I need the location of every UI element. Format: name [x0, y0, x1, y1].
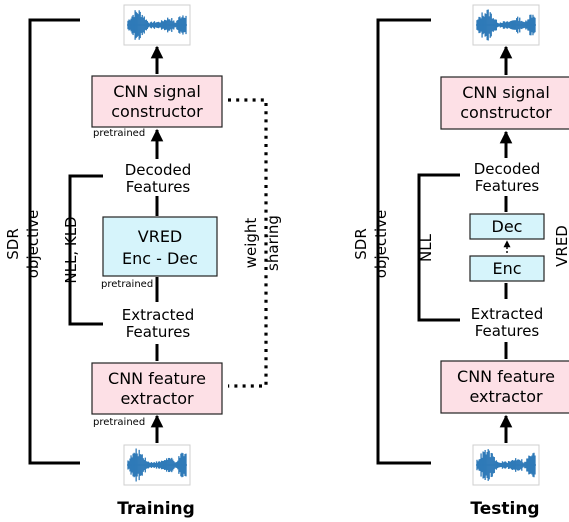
cnn-signal-constructor-box: CNN signal constructor	[440, 76, 569, 130]
sdr-objective-bracket	[28, 18, 80, 465]
svg-text:VRED: VRED	[138, 227, 183, 246]
svg-text:CNN feature: CNN feature	[108, 369, 206, 388]
vred-side-label: VRED	[553, 225, 569, 267]
cnn-feature-extractor-box: CNN feature extractor	[440, 360, 569, 414]
weight-sharing-label: weight	[242, 218, 260, 269]
svg-text:extractor: extractor	[120, 389, 194, 408]
extracted-features-label: Extracted	[471, 305, 543, 323]
svg-text:Enc: Enc	[492, 259, 521, 278]
pretrained-note: pretrained	[101, 279, 153, 290]
svg-text:CNN signal: CNN signal	[462, 83, 550, 102]
svg-text:CNN signal: CNN signal	[113, 82, 201, 101]
svg-text:constructor: constructor	[111, 102, 203, 121]
pretrained-note: pretrained	[93, 128, 145, 139]
svg-text:Dec: Dec	[492, 217, 523, 236]
svg-text:constructor: constructor	[460, 103, 552, 122]
weight-sharing-label: sharing	[264, 215, 282, 271]
cnn-feature-extractor-box: CNN feature extractor	[91, 362, 223, 415]
latent-loss-label: NLL, KLD	[62, 216, 80, 283]
testing-title: Testing	[470, 499, 539, 519]
vred-enc-dec-box: VRED Enc - Dec	[102, 216, 218, 277]
training-panel: SDR objective NLL, KLD CNN signal constr…	[4, 4, 282, 519]
svg-text:CNN feature: CNN feature	[457, 367, 555, 386]
decoded-features-label: Decoded	[474, 160, 540, 178]
cnn-signal-constructor-box: CNN signal constructor	[91, 75, 223, 128]
weight-sharing-link	[228, 98, 268, 388]
waveform-icon	[472, 444, 540, 486]
extracted-features-label: Features	[475, 322, 540, 340]
waveform-icon	[123, 444, 191, 486]
sdr-objective-bracket	[376, 18, 431, 465]
svg-text:Enc - Dec: Enc - Dec	[122, 249, 198, 268]
sdr-objective-label: objective	[24, 210, 42, 279]
latent-loss-label: NLL	[417, 233, 435, 262]
sdr-objective-label: objective	[372, 210, 390, 279]
latent-loss-bracket	[417, 173, 460, 322]
testing-panel: SDR objective NLL CNN signal constructor…	[352, 4, 569, 519]
extracted-features-label: Features	[126, 323, 191, 341]
decoded-features-label: Decoded	[125, 161, 191, 179]
vred-encoder-box: Enc	[469, 255, 545, 282]
pretrained-note: pretrained	[93, 417, 145, 428]
extracted-features-label: Extracted	[122, 306, 194, 324]
vred-decoder-box: Dec	[469, 213, 545, 240]
training-title: Training	[117, 499, 195, 519]
decoded-features-label: Features	[475, 177, 540, 195]
svg-text:extractor: extractor	[469, 387, 543, 406]
sdr-objective-label: SDR	[352, 228, 370, 260]
latent-loss-bracket	[68, 174, 103, 326]
decoded-features-label: Features	[126, 178, 191, 196]
waveform-icon	[123, 4, 191, 46]
sdr-objective-label: SDR	[4, 228, 22, 260]
waveform-icon	[472, 4, 540, 46]
